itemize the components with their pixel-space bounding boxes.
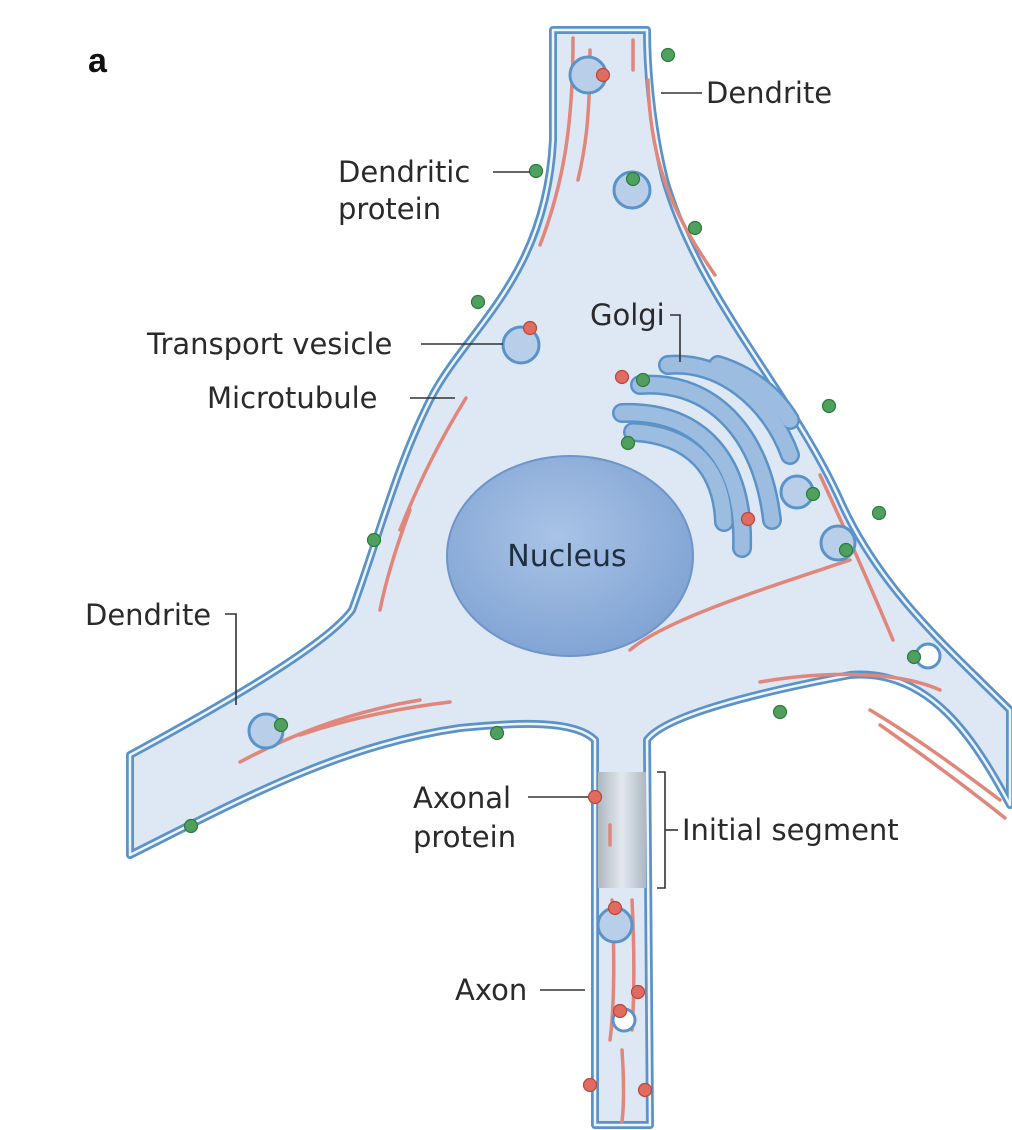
- leader-lines: [225, 92, 702, 991]
- initial-segment-label: Initial segment: [682, 813, 899, 847]
- golgi-apparatus: [612, 354, 800, 558]
- dendrite-top-label: Dendrite: [706, 76, 832, 110]
- dendritic-protein-label-line2: protein: [338, 192, 441, 226]
- nucleus: [446, 455, 694, 657]
- dendritic-protein-label-line1: Dendritic: [338, 155, 470, 189]
- golgi-label: Golgi: [590, 298, 665, 332]
- axonal-proteins: [522, 67, 756, 1098]
- microtubules: [238, 36, 1007, 1124]
- transport-vesicle-label: Transport vesicle: [146, 327, 392, 361]
- nucleus-label: Nucleus: [507, 539, 626, 574]
- axonal-protein-label-line1: Axonal: [413, 781, 511, 815]
- initial-segment-region: [598, 772, 646, 888]
- dendrite-left-label: Dendrite: [85, 598, 211, 632]
- microtubule-label: Microtubule: [207, 381, 378, 415]
- panel-label: a: [88, 42, 108, 80]
- axon-label: Axon: [455, 973, 527, 1007]
- dendritic-proteins: [183, 47, 922, 834]
- axonal-protein-label-line2: protein: [413, 820, 516, 854]
